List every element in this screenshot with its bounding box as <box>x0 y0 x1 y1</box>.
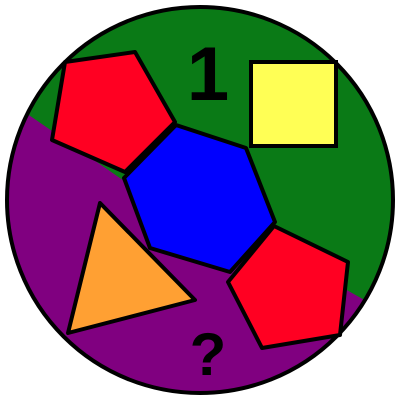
blue-hexagon[interactable] <box>122 123 277 274</box>
question-mark-label: ? <box>190 321 227 388</box>
red-pentagon-bottom[interactable] <box>226 224 350 350</box>
board-outline <box>5 5 395 395</box>
orange-triangle[interactable] <box>66 201 197 335</box>
yellow-square[interactable] <box>249 60 338 148</box>
red-pentagon-top[interactable] <box>50 50 177 174</box>
number-label: 1 <box>187 32 229 117</box>
